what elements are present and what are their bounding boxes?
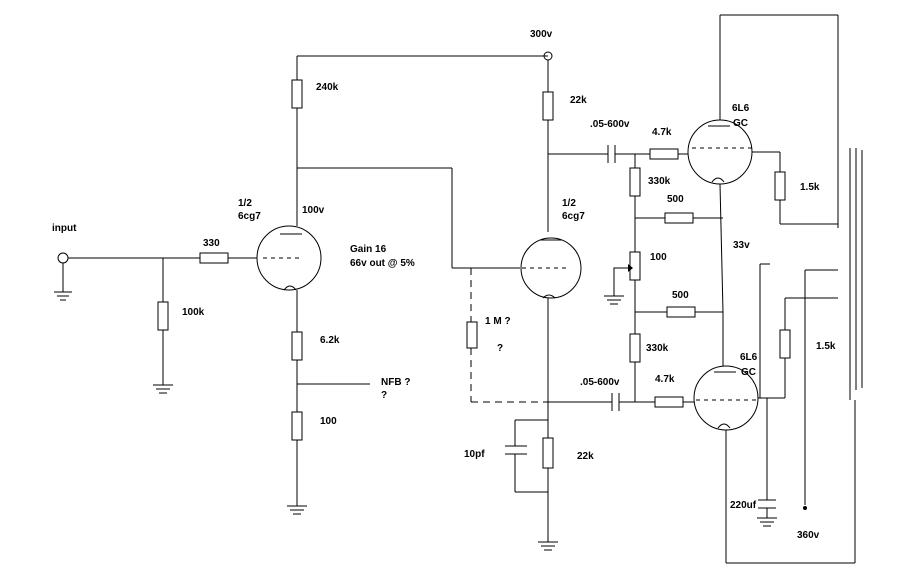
input-jack: [54, 252, 72, 301]
label-22k-top: 22k: [570, 95, 587, 106]
label-nfb-q: ?: [381, 390, 387, 401]
ground-symbol: [153, 384, 173, 394]
label-4-7k-top: 4.7k: [652, 127, 672, 138]
resistor-4-7k-top: [649, 148, 679, 160]
output-transformer: [849, 148, 863, 400]
label-tube4-type-a: 6L6: [740, 352, 758, 363]
label-330k-top: 330k: [648, 176, 671, 187]
label-tube2-type: 6cg7: [562, 211, 585, 222]
label-330: 330: [203, 238, 220, 249]
label-supply: 300v: [530, 29, 553, 40]
label-220uf: 220uf: [730, 500, 757, 511]
label-cap-coupling-1: .05-600v: [590, 119, 630, 130]
resistor-1m: [466, 321, 478, 349]
resistor-1-5k-bottom: [779, 329, 791, 359]
label-22k-bottom: 22k: [577, 451, 594, 462]
tube-2-6cg7: [520, 237, 582, 299]
resistor-4-7k-bottom: [654, 396, 684, 408]
label-tube4-type-b: GC: [741, 367, 756, 378]
resistor-330: [199, 252, 229, 264]
label-tube3-type-a: 6L6: [732, 103, 750, 114]
label-input: input: [52, 223, 77, 234]
label-6-2k: 6.2k: [320, 335, 340, 346]
ground-symbol: [538, 541, 558, 551]
label-500-top: 500: [667, 194, 684, 205]
label-1m-q: ?: [497, 343, 503, 354]
label-gain: Gain 16: [350, 244, 387, 255]
label-tube1-type: 6cg7: [238, 211, 261, 222]
label-1m: 1 M ?: [485, 316, 511, 327]
resistor-100-cathode: [291, 411, 303, 441]
resistor-330k-top: [629, 167, 641, 197]
resistor-22k-top: [542, 91, 554, 121]
potentiometer-100: [629, 251, 641, 281]
label-360v: 360v: [797, 530, 820, 541]
label-330k-bottom: 330k: [646, 343, 669, 354]
tube-3-6l6gc: [687, 119, 753, 185]
resistor-240k: [291, 79, 303, 109]
label-33v: 33v: [733, 240, 750, 251]
label-240k: 240k: [316, 82, 339, 93]
ground-symbol: [604, 295, 624, 305]
label-nfb: NFB ?: [381, 377, 410, 388]
resistor-500-top: [664, 212, 694, 224]
label-cap-coupling-2: .05-600v: [580, 377, 620, 388]
resistor-22k-bottom: [542, 437, 554, 469]
label-100k: 100k: [182, 307, 205, 318]
label-4-7k-bottom: 4.7k: [655, 374, 675, 385]
ground-symbol: [287, 505, 307, 515]
resistor-500-bottom: [666, 306, 696, 318]
resistor-6-2k: [291, 331, 303, 361]
label-1-5k-top: 1.5k: [800, 182, 820, 193]
label-pot-100: 100: [650, 252, 667, 263]
label-tube1-half: 1/2: [238, 198, 252, 209]
tube-1-6cg7: [256, 225, 322, 291]
resistor-1-5k-top: [774, 171, 786, 201]
label-tube2-half: 1/2: [562, 198, 576, 209]
ground-symbol: [757, 517, 777, 527]
resistor-100k: [157, 301, 169, 331]
resistor-330k-bottom: [629, 333, 641, 363]
label-500-bottom: 500: [672, 290, 689, 301]
label-1-5k-bottom: 1.5k: [816, 341, 836, 352]
label-100-cathode: 100: [320, 416, 337, 427]
label-10pf: 10pf: [464, 449, 485, 460]
label-100v: 100v: [302, 205, 325, 216]
label-tube3-type-b: GC: [733, 118, 748, 129]
label-gain-note: 66v out @ 5%: [350, 258, 415, 269]
